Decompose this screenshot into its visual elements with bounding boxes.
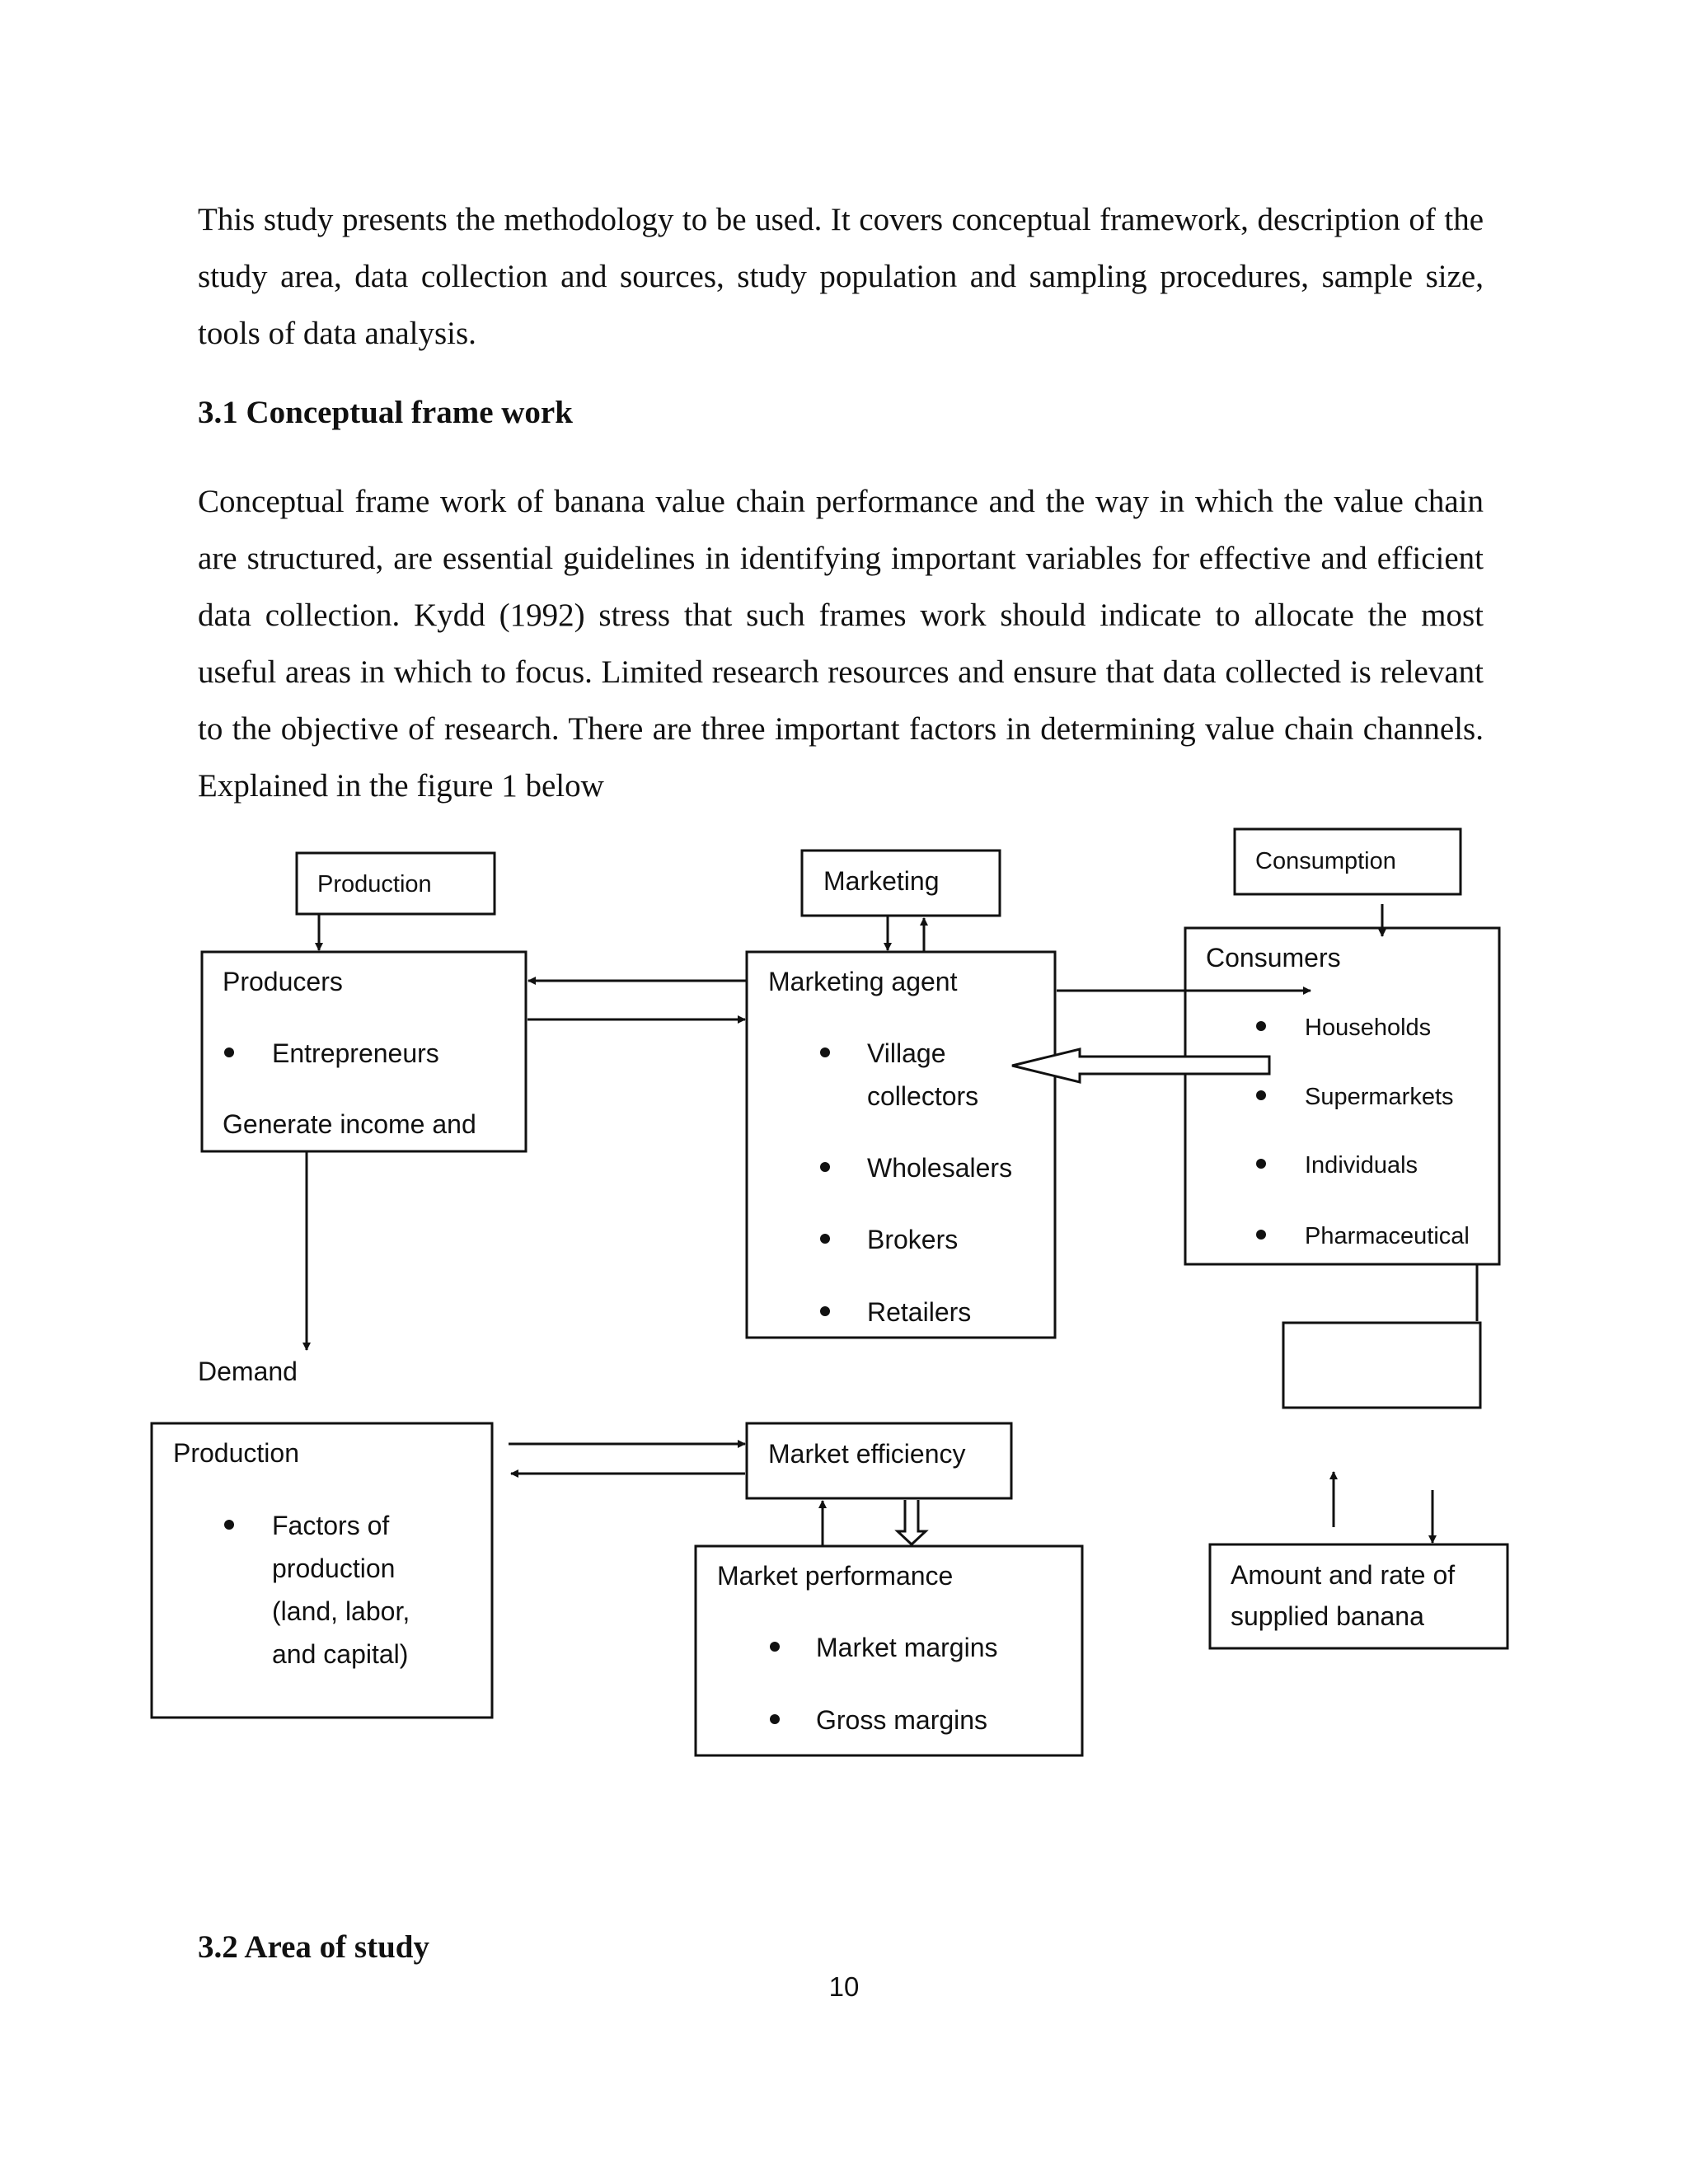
- market-performance-title: Market performance: [717, 1561, 953, 1591]
- marketing-agent-title: Marketing agent: [768, 967, 958, 996]
- market-efficiency-box: Market efficiency: [745, 1422, 1013, 1500]
- marketing-agent-item: Wholesalers: [867, 1153, 1012, 1183]
- bullet-icon: [1256, 1230, 1266, 1240]
- market-performance-box: Market performance Market margins Gross …: [694, 1544, 1084, 1757]
- producers-box: Producers Entrepreneurs Generate income …: [200, 950, 528, 1153]
- bullet-icon: [770, 1642, 780, 1652]
- section-3-1-paragraph: Conceptual frame work of banana value ch…: [198, 484, 1484, 804]
- marketing-header-label: Marketing: [823, 866, 940, 896]
- consumers-item: Supermarkets: [1305, 1084, 1454, 1110]
- production-header-box: Production: [295, 851, 496, 916]
- bullet-icon: [770, 1714, 780, 1724]
- production-factors-box: Production Factors of production (land, …: [150, 1422, 494, 1719]
- bullet-icon: [820, 1306, 830, 1316]
- marketing-agent-item: Village: [867, 1038, 945, 1068]
- consumers-item: Individuals: [1305, 1152, 1418, 1179]
- consumers-title: Consumers: [1206, 943, 1341, 972]
- empty-box: [1282, 1321, 1482, 1409]
- marketing-header-box: Marketing: [800, 849, 1001, 917]
- production-box-title: Production: [173, 1438, 299, 1468]
- production-box-line: Factors of: [272, 1511, 389, 1540]
- producers-bullet: Entrepreneurs: [272, 1038, 439, 1068]
- consumers-item: Pharmaceutical: [1305, 1223, 1470, 1249]
- consumption-header-box: Consumption: [1233, 827, 1462, 896]
- production-box-line: production: [272, 1554, 395, 1583]
- production-header-label: Production: [317, 871, 432, 898]
- bullet-icon: [224, 1047, 234, 1057]
- supply-box-line: supplied banana: [1231, 1601, 1424, 1631]
- consumption-header-label: Consumption: [1255, 848, 1396, 874]
- marketing-agent-item: Retailers: [867, 1297, 971, 1327]
- market-efficiency-label: Market efficiency: [768, 1439, 966, 1469]
- market-performance-item: Market margins: [816, 1633, 998, 1662]
- supply-box: Amount and rate of supplied banana: [1208, 1543, 1509, 1650]
- marketing-agent-box: Marketing agent Village collectors Whole…: [745, 950, 1057, 1339]
- bullet-icon: [1256, 1021, 1266, 1031]
- marketing-agent-item: Brokers: [867, 1225, 958, 1254]
- bullet-icon: [820, 1162, 830, 1172]
- diagram-arrows: [302, 904, 1479, 1545]
- bullet-icon: [820, 1047, 830, 1057]
- producers-title: Producers: [223, 967, 343, 996]
- marketing-agent-item: collectors: [867, 1081, 978, 1111]
- market-performance-item: Gross margins: [816, 1705, 987, 1735]
- intro-paragraph: This study presents the methodology to b…: [198, 202, 1484, 351]
- bullet-icon: [224, 1520, 234, 1530]
- bullet-icon: [820, 1234, 830, 1244]
- section-3-2-heading: 3.2 Area of study: [198, 1929, 429, 1965]
- producers-footer: Generate income and: [223, 1109, 476, 1139]
- production-box-line: and capital): [272, 1639, 408, 1669]
- consumers-item: Households: [1305, 1015, 1431, 1041]
- bullet-icon: [1256, 1090, 1266, 1100]
- hollow-arrow-left-icon: [1011, 1047, 1271, 1084]
- demand-label: Demand: [198, 1357, 298, 1386]
- section-3-1-heading: 3.1 Conceptual frame work: [198, 395, 573, 430]
- page-number: 10: [828, 1971, 860, 2002]
- supply-box-line: Amount and rate of: [1231, 1560, 1455, 1590]
- bullet-icon: [1256, 1159, 1266, 1169]
- production-box-line: (land, labor,: [272, 1596, 410, 1626]
- consumers-box: Consumers Households Supermarkets Indivi…: [1184, 926, 1501, 1266]
- hollow-arrow-down-icon: [894, 1500, 929, 1547]
